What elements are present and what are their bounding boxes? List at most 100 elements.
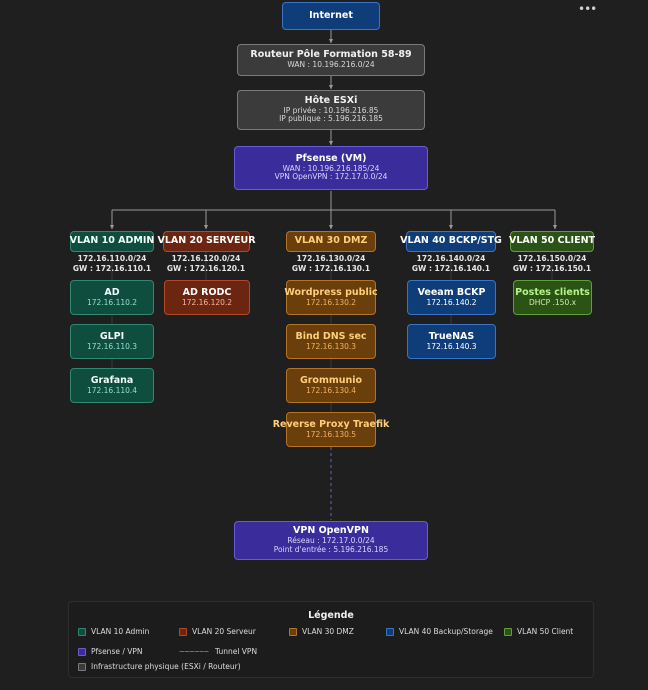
legend-swatch	[78, 627, 86, 636]
host-name: Wordpress public	[284, 286, 378, 298]
vlan50-header[interactable]: VLAN 50 CLIENT	[508, 231, 596, 252]
pfsense-node[interactable]: Pfsense (VM) WAN : 10.196.216.185/24 VPN…	[234, 146, 428, 190]
host-truenas[interactable]: TrueNAS 172.16.140.3	[407, 324, 496, 359]
routeur-node[interactable]: Routeur Pôle Formation 58-89 WAN : 10.19…	[237, 44, 425, 76]
vlan50-network: 172.16.150.0/24	[517, 254, 587, 263]
legend-item-vlan40: VLAN 40 Backup/Storage	[386, 627, 493, 636]
host-ad-rodc[interactable]: AD RODC 172.16.120.2	[164, 280, 250, 315]
esxi-title: Hôte ESXi	[304, 94, 358, 106]
legend-item-vlan20: VLAN 20 Serveur	[179, 627, 256, 636]
vlan30-header[interactable]: VLAN 30 DMZ	[286, 231, 376, 252]
vlan40-label: VLAN 40 BCKP/STG	[400, 235, 502, 247]
legend-item-tunnel-vpn: Tunnel VPN	[179, 647, 257, 656]
legend-swatch	[78, 662, 86, 671]
routeur-wan: WAN : 10.196.216.0/24	[287, 60, 375, 70]
legend-label: VLAN 50 Client	[517, 627, 574, 636]
legend-label: VLAN 30 DMZ	[302, 627, 354, 636]
legend-swatch	[78, 647, 86, 656]
host-ip: 172.16.130.3	[305, 341, 357, 351]
host-ad[interactable]: AD 172.16.110.2	[70, 280, 154, 315]
legend-label: Pfsense / VPN	[91, 647, 143, 656]
vlan50-gateway: GW : 172.16.150.1	[512, 264, 592, 273]
legend-label: VLAN 20 Serveur	[192, 627, 256, 636]
routeur-title: Routeur Pôle Formation 58-89	[250, 49, 412, 61]
vlan10-gateway: GW : 172.16.110.1	[72, 264, 152, 273]
legend: Légende VLAN 10 Admin VLAN 20 Serveur VL…	[68, 601, 594, 678]
legend-swatch	[289, 627, 297, 636]
vlan10-network: 172.16.110.0/24	[77, 254, 147, 263]
vlan40-info: 172.16.140.0/24 GW : 172.16.140.1	[401, 254, 501, 274]
legend-swatch	[386, 627, 394, 636]
host-traefik[interactable]: Reverse Proxy Traefik 172.16.130.5	[273, 412, 389, 447]
legend-item-vlan10: VLAN 10 Admin	[78, 627, 149, 636]
legend-swatch	[179, 627, 187, 636]
host-ip: 172.16.130.2	[305, 297, 357, 307]
legend-swatch	[504, 627, 512, 636]
vlan30-network: 172.16.130.0/24	[296, 254, 366, 263]
host-name: Reverse Proxy Traefik	[272, 418, 390, 430]
pfsense-wan: WAN : 10.196.216.185/24	[282, 163, 380, 173]
vpn-entry-point: Point d'entrée : 5.196.216.185	[273, 544, 389, 554]
host-ip: 172.16.130.5	[305, 429, 357, 439]
pfsense-vpn: VPN OpenVPN : 172.17.0.0/24	[274, 172, 388, 182]
host-name: Grafana	[90, 374, 134, 386]
host-name: Postes clients	[515, 286, 590, 298]
legend-title: Légende	[308, 610, 354, 621]
legend-dash-line	[179, 651, 209, 652]
host-name: Veeam BCKP	[417, 286, 486, 298]
vlan50-info: 172.16.150.0/24 GW : 172.16.150.1	[502, 254, 602, 274]
vlan10-label: VLAN 10 ADMIN	[69, 235, 155, 247]
host-bind-dns[interactable]: Bind DNS sec 172.16.130.3	[286, 324, 376, 359]
host-postes-clients[interactable]: Postes clients DHCP .150.x	[513, 280, 592, 315]
host-veeam[interactable]: Veeam BCKP 172.16.140.2	[407, 280, 496, 315]
host-ip: DHCP .150.x	[528, 297, 577, 307]
vlan30-label: VLAN 30 DMZ	[294, 235, 368, 247]
host-grafana[interactable]: Grafana 172.16.110.4	[70, 368, 154, 403]
vlan40-gateway: GW : 172.16.140.1	[411, 264, 491, 273]
vlan40-header[interactable]: VLAN 40 BCKP/STG	[400, 231, 502, 252]
vpn-network: Réseau : 172.17.0.0/24	[287, 536, 375, 546]
esxi-node[interactable]: Hôte ESXi IP privée : 10.196.216.85 IP p…	[237, 90, 425, 130]
esxi-public-ip: IP publique : 5.196.216.185	[279, 114, 383, 124]
host-ip: 172.16.140.2	[426, 297, 477, 307]
vlan10-header[interactable]: VLAN 10 ADMIN	[70, 231, 154, 252]
more-options-icon[interactable]: •••	[578, 2, 597, 16]
vlan20-label: VLAN 20 SERVEUR	[157, 235, 256, 247]
host-name: GLPI	[99, 330, 125, 342]
vlan10-info: 172.16.110.0/24 GW : 172.16.110.1	[62, 254, 162, 274]
vlan40-network: 172.16.140.0/24	[416, 254, 486, 263]
host-ip: 172.16.140.3	[426, 341, 477, 351]
vpn-openvpn-node[interactable]: VPN OpenVPN Réseau : 172.17.0.0/24 Point…	[234, 521, 428, 560]
vlan20-gateway: GW : 172.16.120.1	[166, 264, 246, 273]
host-grommunio[interactable]: Grommunio 172.16.130.4	[286, 368, 376, 403]
internet-title: Internet	[309, 9, 353, 21]
vlan20-header[interactable]: VLAN 20 SERVEUR	[157, 231, 256, 252]
host-name: AD RODC	[182, 286, 232, 298]
esxi-private-ip: IP privée : 10.196.216.85	[283, 105, 379, 115]
vpn-title: VPN OpenVPN	[293, 525, 369, 537]
legend-item-vlan50: VLAN 50 Client	[504, 627, 573, 636]
host-name: TrueNAS	[428, 330, 475, 342]
legend-label: VLAN 10 Admin	[91, 627, 150, 636]
vlan50-label: VLAN 50 CLIENT	[508, 235, 596, 247]
vlan20-info: 172.16.120.0/24 GW : 172.16.120.1	[156, 254, 256, 274]
host-ip: 172.16.110.3	[86, 341, 138, 351]
pfsense-title: Pfsense (VM)	[295, 152, 367, 164]
legend-label: VLAN 40 Backup/Storage	[399, 627, 493, 636]
host-wordpress[interactable]: Wordpress public 172.16.130.2	[284, 280, 378, 315]
host-glpi[interactable]: GLPI 172.16.110.3	[70, 324, 154, 359]
internet-node[interactable]: Internet	[282, 2, 380, 30]
host-ip: 172.16.120.2	[181, 297, 233, 307]
legend-item-vlan30: VLAN 30 DMZ	[289, 627, 354, 636]
host-name: Bind DNS sec	[295, 330, 367, 342]
vlan30-gateway: GW : 172.16.130.1	[291, 264, 371, 273]
legend-label: Tunnel VPN	[215, 647, 258, 656]
legend-label: Infrastructure physique (ESXi / Routeur)	[91, 662, 241, 671]
legend-item-pfsense-vpn: Pfsense / VPN	[78, 647, 143, 656]
host-ip: 172.16.110.4	[86, 385, 138, 395]
vlan20-network: 172.16.120.0/24	[171, 254, 241, 263]
host-ip: 172.16.110.2	[86, 297, 138, 307]
legend-item-infra: Infrastructure physique (ESXi / Routeur)	[78, 662, 241, 671]
host-name: Grommunio	[299, 374, 363, 386]
